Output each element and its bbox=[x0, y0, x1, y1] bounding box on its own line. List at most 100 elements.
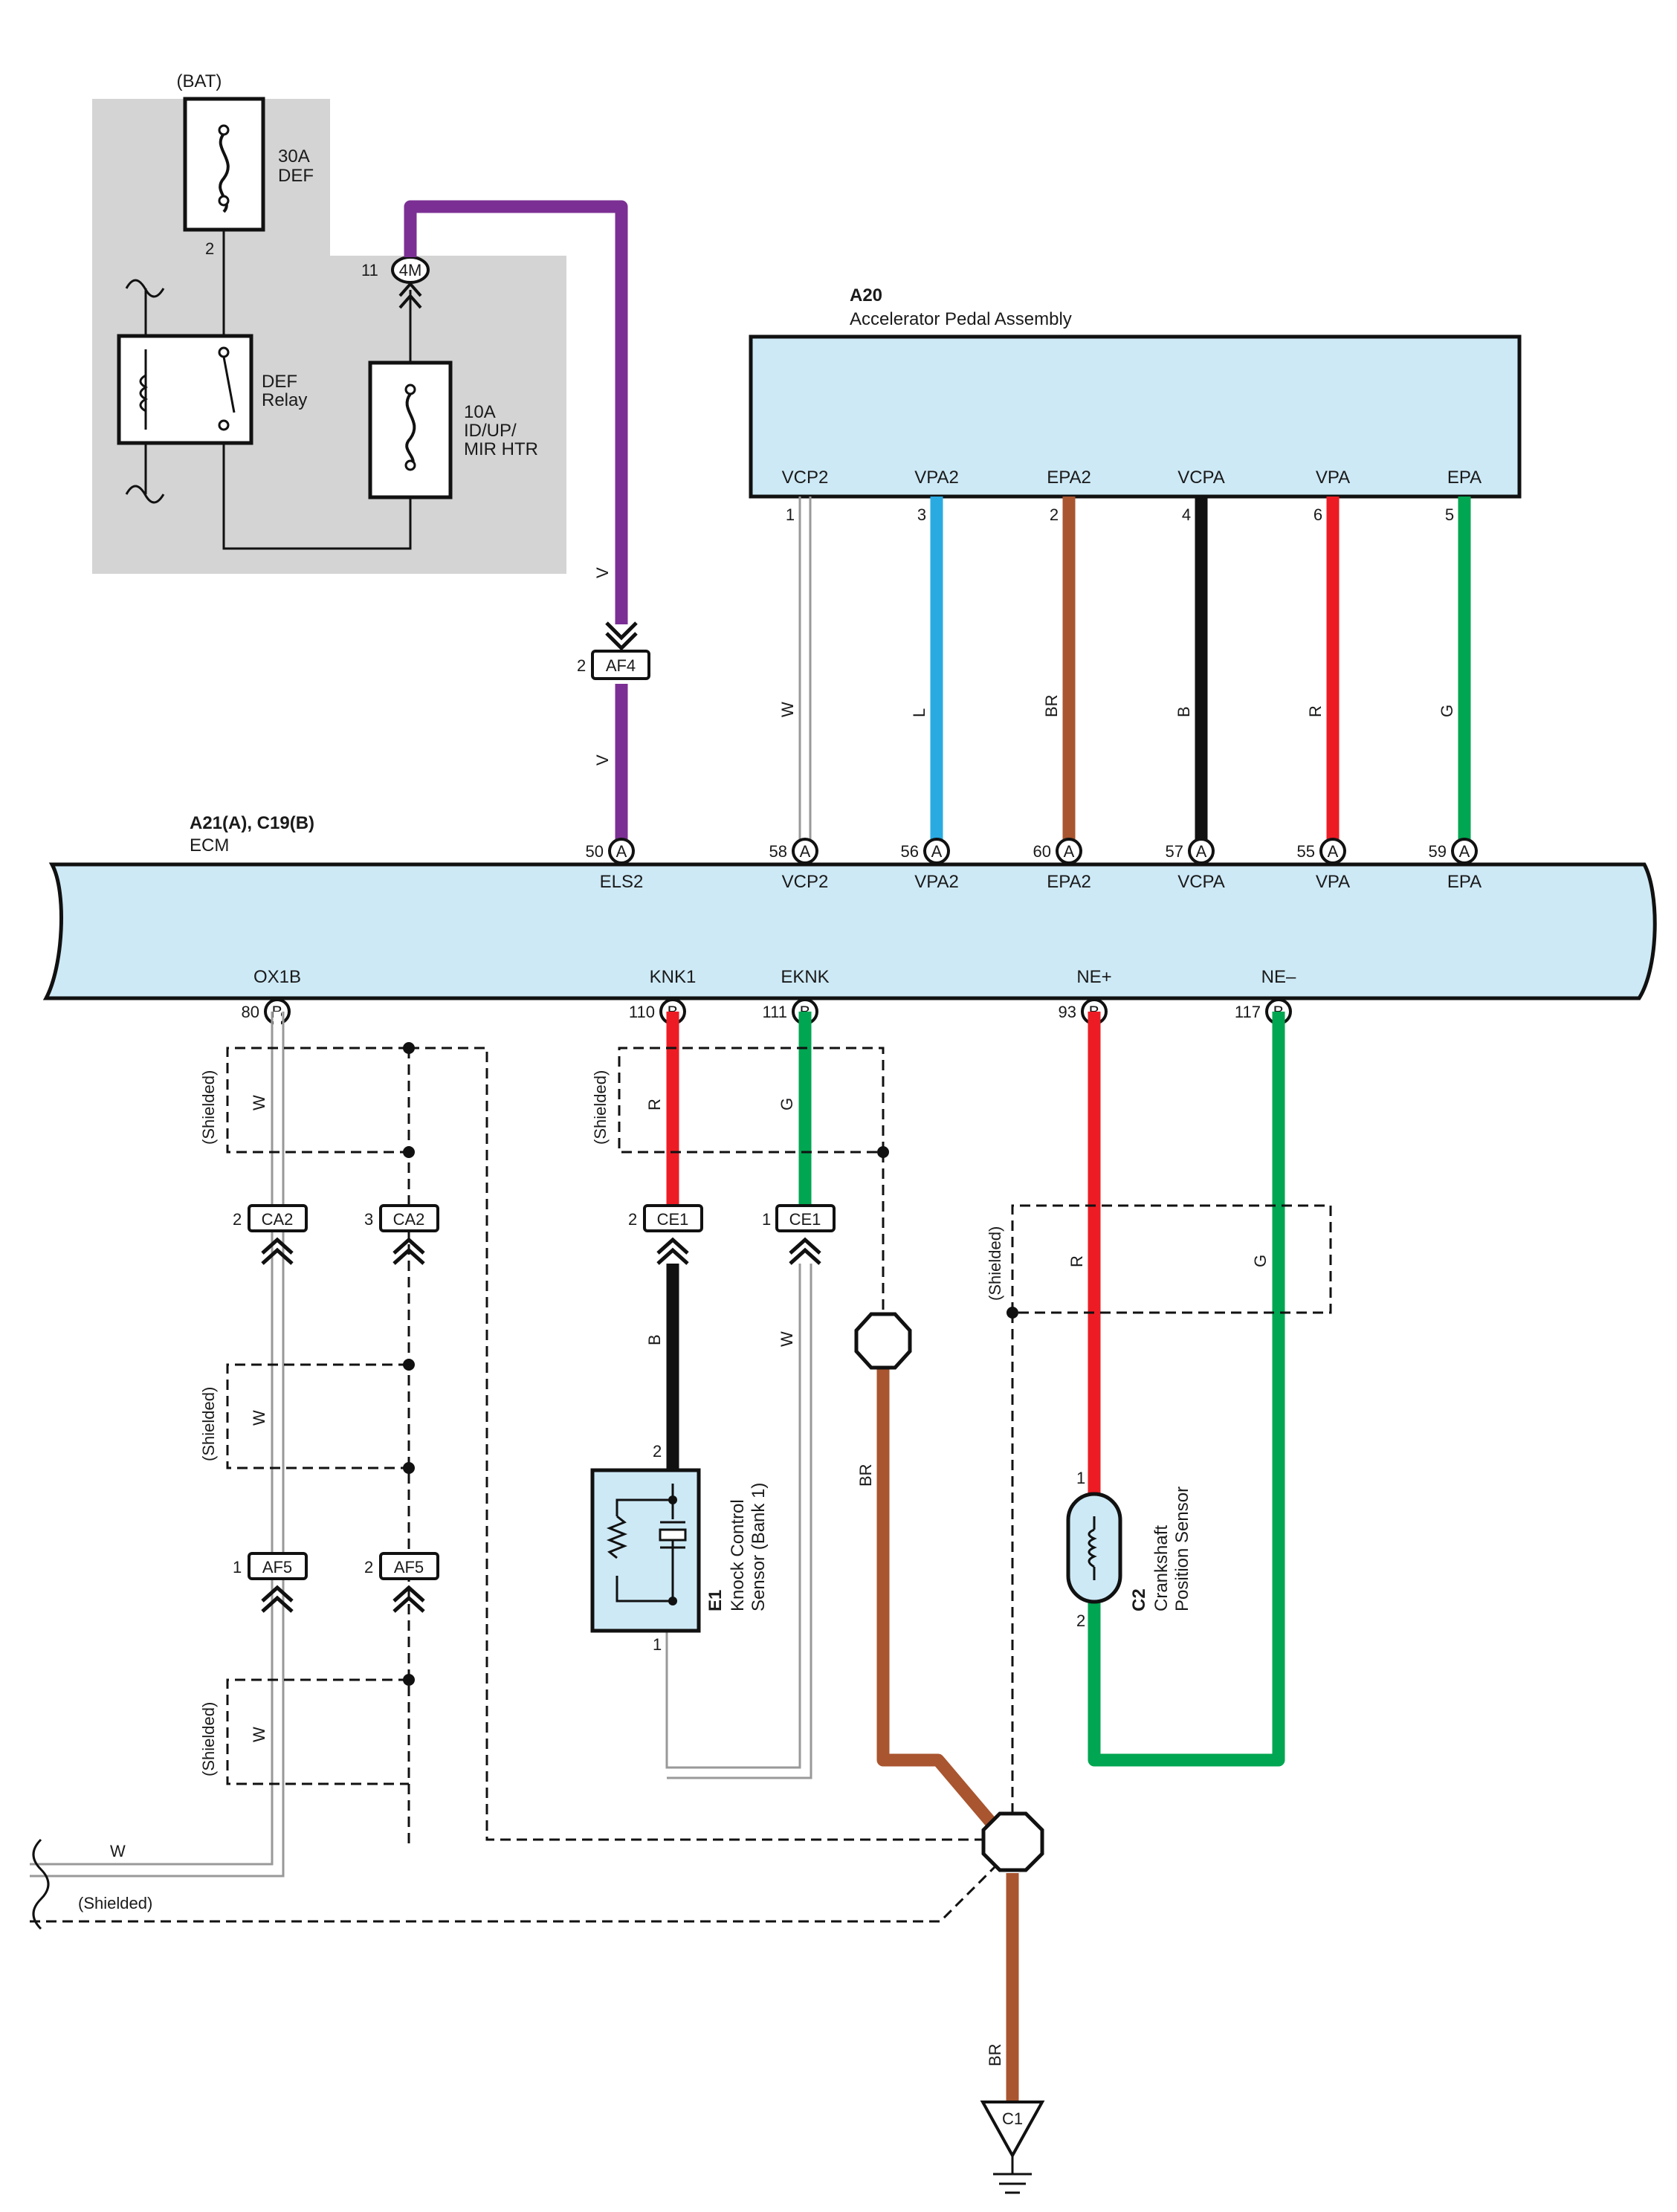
wire-ne-minus-green bbox=[1088, 1012, 1285, 1767]
ecm-pin-connector: A bbox=[931, 842, 943, 861]
left-break-squiggle bbox=[32, 1838, 50, 1930]
relay-label-1: DEF bbox=[262, 372, 297, 392]
pedal-terminal-name: VCP2 bbox=[782, 468, 829, 488]
relay-to-mir-fuse-wire bbox=[222, 443, 412, 550]
ca2-pin3-chevron bbox=[392, 1237, 425, 1265]
af4-pin: 2 bbox=[577, 656, 586, 675]
ox1b-wire-code-3: W bbox=[250, 1727, 268, 1742]
wire-eknk-white bbox=[665, 1264, 812, 1779]
left-exit-shield-line bbox=[30, 1864, 998, 1923]
ox1b-wire-code-1: W bbox=[250, 1095, 268, 1110]
ecm-pin-marker bbox=[1451, 838, 1478, 864]
ecm-pin-marker bbox=[1056, 838, 1082, 864]
shield-node-4 bbox=[403, 1462, 415, 1474]
pedal-terminal-name: VCPA bbox=[1177, 468, 1225, 488]
shield-node-5 bbox=[403, 1674, 415, 1686]
af5-pin2-pin: 2 bbox=[364, 1558, 373, 1576]
ecm-pin-number: 50 bbox=[586, 842, 604, 861]
ecm-pin-marker bbox=[923, 838, 950, 864]
left-exit-w-label: W bbox=[110, 1842, 126, 1860]
ecm-pin-connector: A bbox=[1064, 842, 1075, 861]
shield-3 bbox=[226, 1678, 409, 1785]
ca2-pin3-label: CA2 bbox=[393, 1210, 425, 1229]
knock-shield-node bbox=[877, 1146, 889, 1158]
shield-node-3 bbox=[403, 1359, 415, 1371]
fuse-def-pin: 2 bbox=[205, 239, 214, 258]
ecm-pin-marker bbox=[1319, 838, 1346, 864]
bat-label: (BAT) bbox=[177, 71, 222, 91]
fuse-mir-rating: 10A bbox=[464, 402, 496, 422]
knock-name-2: Sensor (Bank 1) bbox=[749, 1483, 769, 1611]
ce1-pin2-connector bbox=[643, 1204, 703, 1232]
pedal-terminal-pin: 4 bbox=[1182, 505, 1191, 524]
af5-pin1-label: AF5 bbox=[262, 1558, 292, 1576]
wire-violet bbox=[404, 200, 628, 624]
shield-2-label: (Shielded) bbox=[199, 1387, 218, 1461]
ecm-pin-connector: A bbox=[800, 842, 811, 861]
ecm-pin-name: OX1B bbox=[253, 967, 301, 987]
pedal-terminal-name: VPA2 bbox=[914, 468, 959, 488]
ecm-pin-connector: A bbox=[1328, 842, 1339, 861]
ecm-pin-number: 80 bbox=[242, 1003, 259, 1021]
af4-connector bbox=[591, 650, 650, 680]
crank-id: C2 bbox=[1129, 1588, 1149, 1611]
af5-pin1-pin: 1 bbox=[233, 1558, 242, 1576]
af5-pin1-chevron bbox=[261, 1585, 294, 1613]
ce1-pin1-label: CE1 bbox=[789, 1210, 821, 1229]
ecm-pin-name: VPA bbox=[1316, 872, 1350, 892]
def-relay bbox=[117, 334, 253, 445]
ecm-name: ECM bbox=[190, 835, 229, 856]
ecm-pin-number: 57 bbox=[1166, 842, 1183, 861]
4m-pin: 11 bbox=[361, 261, 378, 279]
crank-pin-bottom: 2 bbox=[1076, 1611, 1085, 1630]
wire-violet-code-lower: V bbox=[593, 754, 612, 766]
ecm-pin-name: VPA2 bbox=[914, 872, 959, 892]
splice-lower bbox=[981, 1811, 1044, 1872]
ecm-pin-marker bbox=[792, 838, 818, 864]
knock-shield bbox=[618, 1047, 885, 1330]
ecm-pin-number: 55 bbox=[1297, 842, 1315, 861]
pedal-wire-code: BR bbox=[1042, 694, 1061, 717]
ca2-pin2-pin: 2 bbox=[233, 1210, 242, 1229]
ecm-id: A21(A), C19(B) bbox=[190, 813, 314, 833]
shield-2 bbox=[226, 1363, 409, 1469]
knock-name-1: Knock Control bbox=[728, 1499, 748, 1611]
ecm-pin-name: EKNK bbox=[781, 967, 829, 987]
ox1b-white-wire-path bbox=[30, 1012, 285, 1878]
crank-pin-top: 1 bbox=[1076, 1469, 1085, 1487]
ecm-pin-name: KNK1 bbox=[650, 967, 697, 987]
ox1b-wire-code-2: W bbox=[250, 1410, 268, 1426]
ce1-pin1-pin: 1 bbox=[762, 1210, 771, 1229]
wire-brown-code-2: BR bbox=[986, 2043, 1004, 2066]
ecm-pin-name: NE– bbox=[1261, 967, 1296, 987]
shield-1-label: (Shielded) bbox=[199, 1070, 218, 1145]
crank-shield-label: (Shielded) bbox=[986, 1226, 1004, 1301]
pedal-id: A20 bbox=[850, 285, 882, 305]
wire-eknk-code-w: W bbox=[778, 1331, 796, 1347]
pedal-terminal-pin: 5 bbox=[1445, 505, 1454, 524]
ce1-pin2-chevron bbox=[656, 1237, 689, 1265]
fuse-mir-line3: MIR HTR bbox=[464, 439, 538, 459]
shield-1 bbox=[226, 1047, 409, 1154]
ce1-pin1-connector bbox=[775, 1204, 836, 1232]
wire-brown-shield-drop bbox=[876, 1368, 1001, 1833]
ecm-pin-name: VCP2 bbox=[782, 872, 829, 892]
knock-sensor bbox=[590, 1468, 701, 1633]
fuse-mir-line2: ID/UP/ bbox=[464, 421, 517, 441]
ecm-pin-number: 93 bbox=[1059, 1003, 1076, 1021]
ce1-pin2-pin: 2 bbox=[628, 1210, 637, 1229]
ecm-pin-name: EPA2 bbox=[1047, 872, 1091, 892]
pedal-wire-code: L bbox=[910, 708, 928, 717]
fuse-def-name: DEF bbox=[278, 166, 314, 186]
pedal-wire-code: R bbox=[1306, 705, 1325, 717]
knock-pin-top: 2 bbox=[653, 1442, 662, 1461]
crank-name-2: Position Sensor bbox=[1172, 1487, 1192, 1611]
knock-shield-label: (Shielded) bbox=[591, 1070, 610, 1145]
wire-knk1-code-r: R bbox=[645, 1099, 664, 1110]
af5-pin2-label: AF5 bbox=[394, 1558, 424, 1576]
ecm-pin-number: 59 bbox=[1429, 842, 1447, 861]
ca2-pin2-chevron bbox=[261, 1237, 294, 1265]
knock-id: E1 bbox=[705, 1590, 726, 1611]
4m-label: 4M bbox=[399, 261, 422, 279]
